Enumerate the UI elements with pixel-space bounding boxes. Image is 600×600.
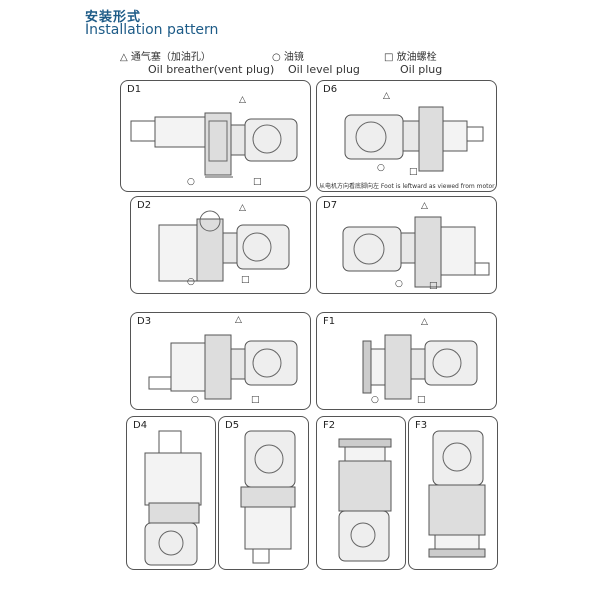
gearbox-drawing xyxy=(342,216,490,288)
orientation-note: 从电机方向看底脚向左 Foot is leftward as viewed fr… xyxy=(319,183,495,190)
panel-d4: D4 xyxy=(126,416,216,570)
legend-oil-drain-plug: □ 放油螺栓 Oil plug xyxy=(384,52,442,76)
legend-vent-en: Oil breather(vent plug) xyxy=(148,63,275,76)
level-mark: ○ xyxy=(187,277,195,287)
gearbox-drawing xyxy=(130,112,298,178)
legend-level-en: Oil level plug xyxy=(288,63,360,76)
gearbox-drawing xyxy=(158,210,290,282)
vent-mark: △ xyxy=(421,201,428,211)
panel-f2: F2 xyxy=(316,416,406,570)
legend-drain-cn: 放油螺栓 xyxy=(396,52,437,63)
vent-mark: △ xyxy=(239,95,246,105)
panel-label: D5 xyxy=(225,420,240,431)
drain-mark: □ xyxy=(253,177,262,187)
panel-label: D3 xyxy=(137,316,152,327)
vent-mark: △ xyxy=(235,315,242,325)
level-mark: ○ xyxy=(187,177,195,187)
gearbox-drawing xyxy=(144,430,202,566)
legend-drain-en: Oil plug xyxy=(400,63,443,76)
vent-mark: △ xyxy=(383,91,390,101)
level-mark: ○ xyxy=(377,163,385,173)
panel-label: F1 xyxy=(323,316,336,327)
gearbox-drawing xyxy=(362,334,478,400)
drain-mark: □ xyxy=(429,281,438,291)
square-icon: □ xyxy=(384,52,394,63)
drain-mark: □ xyxy=(241,275,250,285)
circle-icon: ○ xyxy=(272,52,281,63)
level-mark: ○ xyxy=(395,279,403,289)
panel-d5: D5 xyxy=(218,416,309,570)
gearbox-drawing xyxy=(344,106,484,172)
level-mark: ○ xyxy=(191,395,199,405)
panel-d2: D2 △ ○ □ xyxy=(130,196,311,294)
panel-d6: D6 △ ○ □ 从电机方向看底脚向左 Foot is leftward as … xyxy=(316,80,497,192)
legend-vent-plug: △ 通气塞（加油孔） Oil breather(vent plug) xyxy=(120,52,274,76)
gearbox-drawing xyxy=(148,334,298,400)
panel-label: D4 xyxy=(133,420,148,431)
legend-oil-level-plug: ○ 油镜 Oil level plug xyxy=(272,52,360,76)
panel-f3: F3 xyxy=(408,416,498,570)
page-title-cn: 安装形式 xyxy=(85,10,142,25)
level-mark: ○ xyxy=(371,395,379,405)
panel-label: D6 xyxy=(323,84,338,95)
panel-label: D1 xyxy=(127,84,142,95)
gearbox-drawing xyxy=(338,438,392,562)
panel-label: F2 xyxy=(323,420,336,431)
gearbox-drawing xyxy=(240,430,296,564)
gearbox-drawing xyxy=(428,430,486,558)
vent-mark: △ xyxy=(239,203,246,213)
drain-mark: □ xyxy=(409,167,418,177)
panel-label: F3 xyxy=(415,420,428,431)
panel-d7: D7 △ ○ □ xyxy=(316,196,497,294)
panel-label: D7 xyxy=(323,200,338,211)
panel-label: D2 xyxy=(137,200,152,211)
panel-f1: F1 △ ○ □ xyxy=(316,312,497,410)
legend-vent-cn: 通气塞（加油孔） xyxy=(130,52,211,63)
page-title-en: Installation pattern xyxy=(85,22,219,38)
legend-level-cn: 油镜 xyxy=(283,52,304,63)
drain-mark: □ xyxy=(251,395,260,405)
triangle-icon: △ xyxy=(120,52,128,63)
drain-mark: □ xyxy=(417,395,426,405)
panel-d3: D3 △ ○ □ xyxy=(130,312,311,410)
panel-d1: D1 △ ○ □ xyxy=(120,80,311,192)
vent-mark: △ xyxy=(421,317,428,327)
